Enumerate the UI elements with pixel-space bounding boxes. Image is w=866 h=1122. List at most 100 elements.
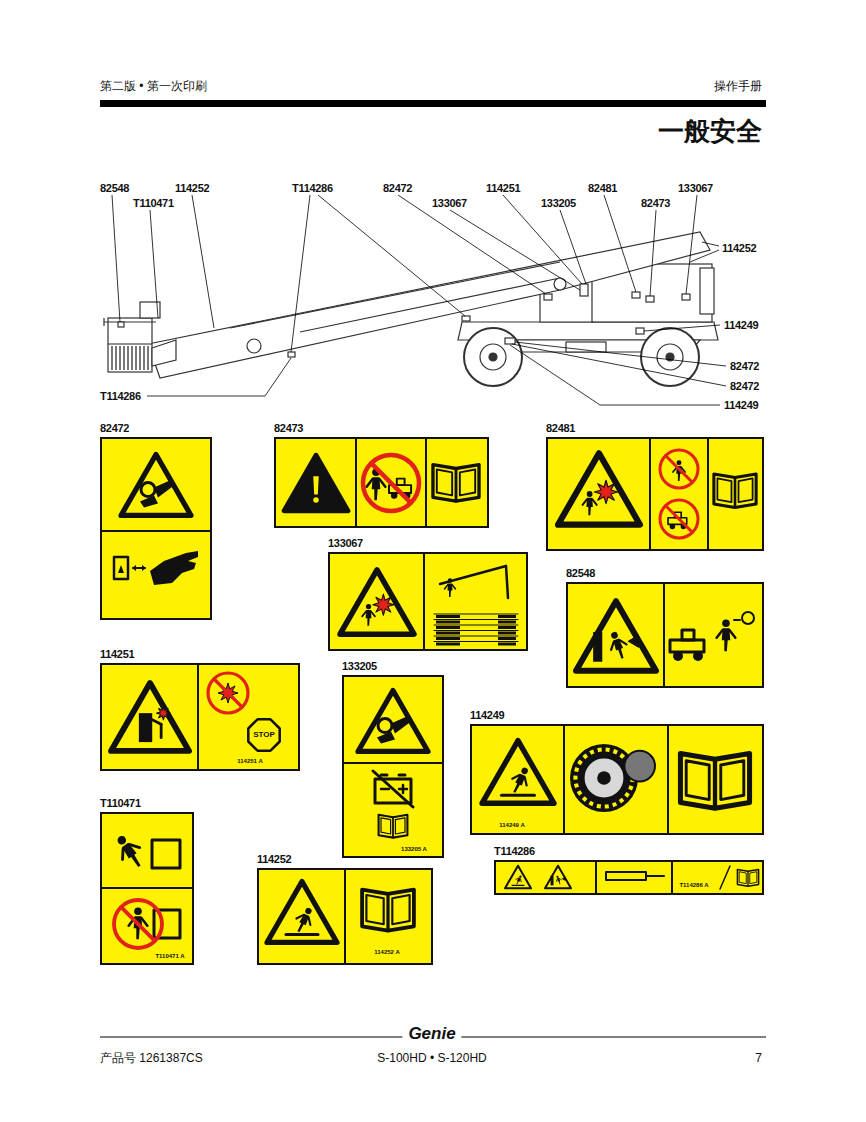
boom-lift-illustration — [104, 232, 718, 386]
table-rule — [434, 630, 518, 631]
decal-code: 114249 A — [499, 821, 524, 829]
panel-divider — [663, 584, 665, 686]
person-arm — [512, 773, 519, 781]
battery-terminal — [381, 774, 387, 777]
hub — [597, 771, 611, 785]
leader-line — [690, 250, 719, 262]
arrow-head — [132, 565, 136, 571]
person-head — [366, 604, 371, 609]
person-arm — [296, 913, 303, 921]
safety-decal: 114252114252 A — [257, 852, 435, 965]
crush-arrow — [627, 634, 638, 648]
machine-pictogram — [670, 630, 704, 661]
blast-symbol — [157, 706, 170, 719]
decal-location — [646, 296, 654, 302]
person-arm — [118, 849, 128, 860]
person-pictogram — [555, 875, 563, 885]
decal-panel — [546, 437, 764, 551]
callout-number: 133205 — [541, 196, 576, 210]
boom-pin — [554, 278, 566, 290]
book-spine — [392, 817, 394, 837]
person-arm — [371, 611, 375, 616]
machine-wheel — [391, 492, 398, 499]
person-arm — [445, 585, 449, 590]
hazard-pictogram — [551, 875, 566, 886]
person-body — [372, 477, 381, 500]
wheel — [464, 328, 522, 386]
leader-line — [398, 195, 546, 294]
callout-number: 82472 — [730, 359, 759, 373]
callout-number: T114286 — [292, 181, 333, 195]
blast-symbol — [594, 480, 617, 503]
manual-icon — [379, 815, 408, 838]
manual-icon — [714, 474, 756, 507]
decal-artwork — [276, 439, 487, 526]
person-pictogram — [362, 604, 375, 626]
machine-wheel — [693, 651, 703, 661]
table-cell — [498, 621, 516, 624]
decal-code: T114286 A — [679, 881, 708, 889]
book-page — [381, 818, 391, 834]
boom — [148, 232, 710, 378]
book-spine — [713, 759, 717, 808]
exclamation-dot — [313, 497, 318, 502]
panel-divider — [197, 665, 199, 769]
leader-line — [604, 195, 636, 292]
hand-shape — [140, 496, 158, 508]
decal-panel — [274, 437, 489, 528]
decal-number: T114286 — [494, 844, 766, 860]
person-head — [520, 767, 529, 776]
book-cover — [680, 754, 749, 809]
table-rule — [434, 614, 518, 615]
prohibition-slash — [121, 907, 155, 941]
book-cover — [737, 870, 758, 887]
decal-location — [580, 284, 588, 296]
decal-location — [462, 316, 470, 321]
table-cell — [498, 626, 516, 629]
safety-decal: 133205133205 A — [342, 659, 446, 858]
warning-triangle — [558, 453, 640, 524]
person-head — [448, 578, 453, 583]
leader-lines — [112, 195, 726, 405]
leader-line — [450, 210, 580, 290]
person-body — [722, 628, 731, 651]
fuel-pump — [139, 713, 152, 742]
safety-decal: 82473 — [274, 421, 491, 528]
decal-number: 82472 — [100, 421, 214, 437]
decal-code: 114252 A — [374, 948, 399, 956]
callout-number: 82472 — [730, 379, 759, 393]
safety-decal: 133067 — [328, 536, 530, 651]
person-head — [587, 491, 593, 497]
book-cover — [714, 474, 756, 507]
hazard-pictogram — [362, 594, 394, 626]
person-pictogram — [111, 831, 149, 872]
wheel-hub — [480, 344, 506, 370]
person-head — [134, 907, 142, 915]
book-spine — [734, 478, 737, 508]
boom-pin — [247, 339, 261, 353]
platform-box — [152, 840, 180, 868]
callout-number: 133067 — [678, 181, 713, 195]
tire-tread — [575, 749, 632, 806]
book-page — [739, 872, 746, 884]
ground-line — [286, 933, 318, 936]
control-symbol — [742, 612, 754, 624]
battery-plus — [402, 785, 405, 793]
person-arm — [306, 917, 313, 925]
book-cover — [379, 815, 408, 838]
boom-sketch — [646, 875, 664, 877]
decal-location — [118, 322, 124, 327]
exclamation-bar — [313, 476, 318, 494]
stop-sign — [248, 719, 279, 750]
decal-number: 114251 — [100, 647, 302, 663]
tire — [570, 744, 638, 812]
warning-triangle — [358, 691, 428, 752]
callout-number: 114249 — [724, 398, 758, 412]
boom-sketch — [440, 566, 506, 584]
platform-sketch — [606, 872, 646, 880]
panel-divider — [344, 870, 346, 963]
platform — [108, 318, 152, 372]
table-rule — [434, 619, 518, 620]
leader-line — [318, 195, 465, 316]
person-arm — [583, 499, 588, 505]
